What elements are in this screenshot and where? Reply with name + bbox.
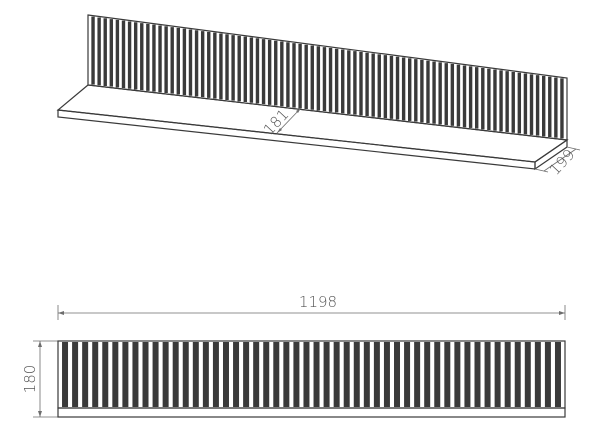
slat: [102, 342, 109, 407]
slat: [62, 342, 69, 407]
slat: [263, 342, 270, 407]
front-view: 1198 180: [21, 293, 566, 418]
slat: [132, 342, 139, 407]
slat: [333, 342, 340, 407]
slat: [414, 342, 421, 407]
slat: [353, 342, 360, 407]
slat: [404, 342, 411, 407]
slat: [313, 342, 320, 407]
slat: [233, 342, 240, 407]
back-panel-slats: [91, 16, 564, 139]
slat: [212, 342, 219, 407]
slat: [243, 342, 250, 407]
width-dimension-label: 1198: [299, 293, 337, 311]
slat: [373, 342, 380, 407]
slat: [222, 342, 229, 407]
slat: [484, 342, 491, 407]
slat: [172, 342, 179, 407]
height-dimension-label: 180: [21, 365, 39, 394]
slat: [92, 342, 99, 407]
slat: [82, 342, 89, 407]
slat: [394, 342, 401, 407]
slat: [474, 342, 481, 407]
slat: [162, 342, 169, 407]
width-dimension: 1198: [57, 293, 566, 320]
slat: [343, 342, 350, 407]
slat: [504, 342, 511, 407]
total-depth-dimension: 199: [534, 146, 581, 179]
slat: [202, 342, 209, 407]
slat: [524, 342, 531, 407]
slat: [494, 342, 501, 407]
slat: [554, 342, 561, 407]
slat: [273, 342, 280, 407]
slat: [293, 342, 300, 407]
slat: [112, 342, 119, 407]
slat: [253, 342, 260, 407]
front-panel-slats: [62, 342, 561, 407]
slat: [72, 342, 79, 407]
slat: [444, 342, 451, 407]
front-shelf-edge: [57, 407, 566, 418]
slat: [142, 342, 149, 407]
slat: [544, 342, 551, 407]
slat: [454, 342, 461, 407]
depth-dimension-label: 181: [260, 106, 293, 139]
slat: [464, 342, 471, 407]
height-dimension: 180: [21, 340, 58, 418]
slat: [434, 342, 441, 407]
isometric-view: 181 199: [56, 14, 581, 179]
slat: [383, 342, 390, 407]
slat: [514, 342, 521, 407]
slat: [363, 342, 370, 407]
slat: [122, 342, 129, 407]
slat: [303, 342, 310, 407]
slat: [182, 342, 189, 407]
slat: [152, 342, 159, 407]
slat: [424, 342, 431, 407]
slat: [283, 342, 290, 407]
slat: [534, 342, 541, 407]
slat: [192, 342, 199, 407]
slat: [323, 342, 330, 407]
